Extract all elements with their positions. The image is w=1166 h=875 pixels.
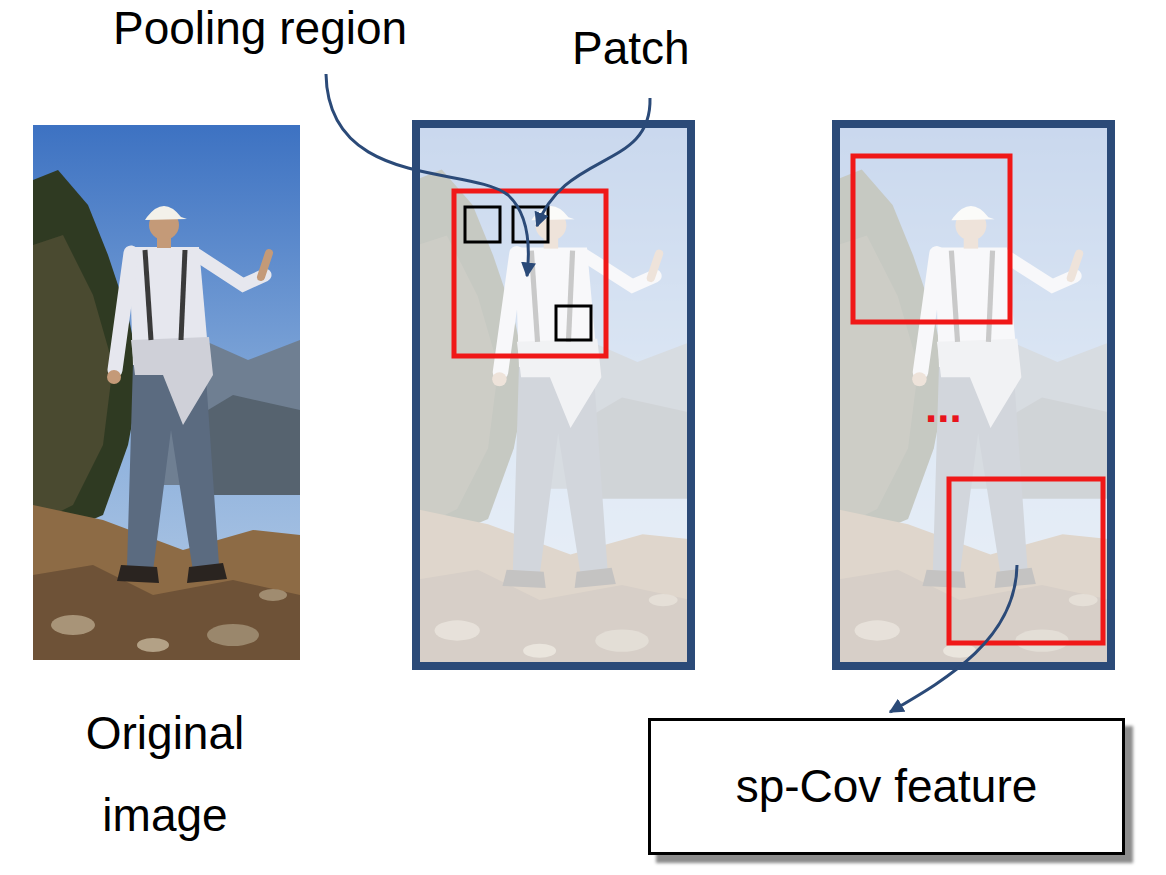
- original-photo: [33, 125, 300, 660]
- label-text: Original image: [86, 707, 245, 841]
- box-text: sp-Cov feature: [736, 759, 1038, 814]
- pooling-panel: [416, 124, 691, 666]
- leader-arrows: [326, 74, 1017, 712]
- ellipsis-mark: ...: [925, 382, 962, 433]
- label-text: Pooling region: [113, 2, 407, 54]
- label-text: Patch: [572, 22, 690, 74]
- callout-label: Patch: [572, 22, 690, 75]
- regions-panel: [836, 124, 1111, 666]
- label-text: ...: [925, 382, 962, 431]
- callout-label: Pooling region: [113, 2, 407, 55]
- image-caption: Original image: [40, 692, 290, 856]
- feature-box: sp-Cov feature: [648, 718, 1125, 855]
